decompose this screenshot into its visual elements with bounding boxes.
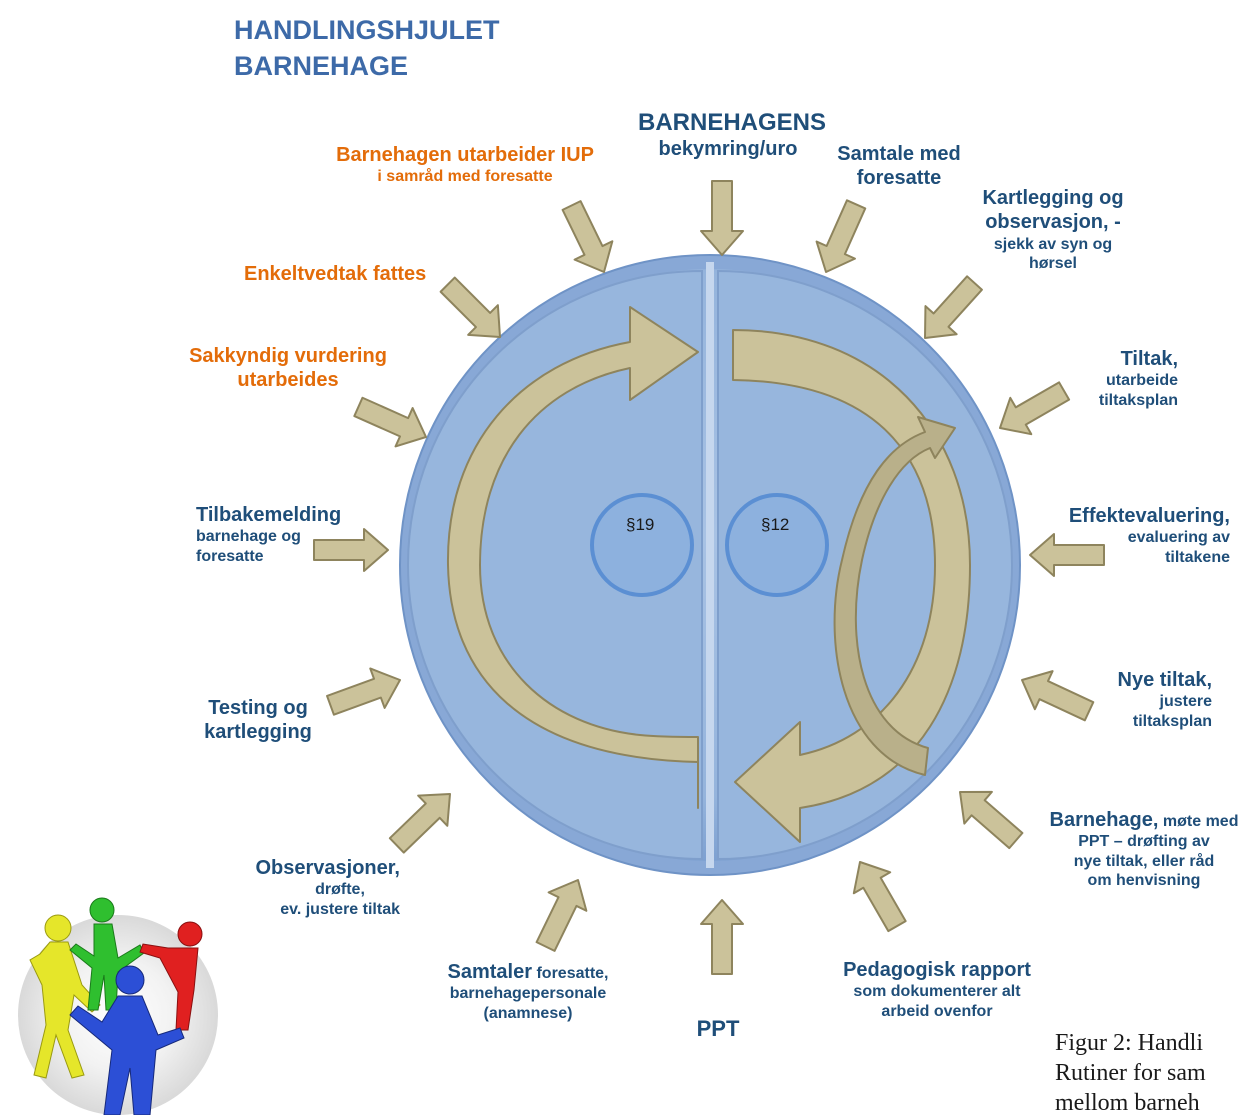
step-main-rest: foresatte, (532, 965, 609, 982)
medallion-12 (725, 493, 829, 597)
step-label-sakkyndig: Sakkyndig vurdering utarbeides (180, 344, 396, 393)
step-main-text: Enkeltvedtak fattes (244, 263, 427, 285)
arrow-tilbakemelding (313, 528, 389, 572)
arrow-observasjoner (388, 793, 451, 854)
step-label-iup: Barnehagen utarbeider IUP i samråd med f… (330, 143, 600, 187)
step-main-text: Sakkyndig vurdering (189, 345, 387, 367)
step-main-text: Barnehagen utarbeider IUP (336, 144, 594, 166)
paragraph-medallions (590, 493, 829, 597)
wheel (399, 254, 1021, 876)
step-label-barnehagens: BARNEHAGENS bekymring/uro (638, 108, 827, 162)
step-sub-text-2: hørsel (1028, 255, 1077, 273)
step-label-tiltak: Tiltak, utarbeide tiltaksplan (1080, 347, 1178, 410)
step-label-pedagogisk-rapport: Pedagogisk rapport som dokumenterer alt … (840, 958, 1034, 1021)
step-main-text: Testing og (208, 697, 308, 719)
step-main-text: Barnehage, (1049, 809, 1159, 831)
step-label-ppt: PPT (676, 1016, 760, 1043)
arrow-nye (1021, 670, 1095, 722)
step-main-rest: møte med (1158, 813, 1239, 830)
step-sub-text-2: ev. justere tiltak (280, 900, 400, 918)
figure-caption: Figur 2: Handli Rutiner for sam mellom b… (1055, 1028, 1206, 1118)
step-label-testing: Testing og kartlegging (196, 696, 320, 745)
arrow-effekt (1029, 533, 1105, 577)
page-title: HANDLINGSHJULET BARNEHAGE (234, 12, 500, 85)
caption-line-3: mellom barneh (1055, 1090, 1200, 1116)
step-label-enkeltvedtak: Enkeltvedtak fattes (244, 262, 426, 286)
step-sub-text: bekymring/uro (658, 138, 798, 161)
arrow-enkeltvedtak (439, 276, 501, 338)
step-sub-text-2: tiltakene (1165, 548, 1230, 566)
arrow-top (700, 180, 744, 256)
step-label-observasjoner: Observasjoner, drøfte, ev. justere tilta… (240, 856, 400, 919)
cycle-arrows (446, 306, 971, 843)
step-arrows (313, 180, 1105, 975)
figure-blue (69, 965, 185, 1115)
teamwork-illustration (18, 897, 218, 1115)
step-main-text-2: kartlegging (204, 721, 312, 744)
arrow-iup (561, 200, 614, 273)
arrow-testing (326, 667, 401, 716)
arrow-tiltak (999, 381, 1071, 436)
arrow-rapport (852, 861, 907, 933)
step-main-text: PPT (696, 1016, 740, 1041)
step-main-text: Samtaler (447, 961, 533, 983)
step-sub-text: drøfte, (315, 881, 365, 899)
arrow-samtaler (535, 879, 588, 952)
step-main-text: Tiltak, (1120, 348, 1178, 370)
step-sub-text-2: arbeid ovenfor (881, 1002, 993, 1020)
step-sub-text: justere (1159, 693, 1212, 711)
step-main-text: BARNEHAGENS (638, 109, 827, 136)
step-main-text: Pedagogisk rapport (843, 959, 1031, 981)
step-main-text-2: utarbeides (237, 369, 339, 392)
arrow-kartlegging (924, 275, 983, 339)
figure-red (139, 921, 203, 1031)
step-sub-text: sjekk av syn og (993, 235, 1113, 253)
step-main-text-2: observasjon, - (985, 211, 1121, 234)
step-main-text: Kartlegging og (982, 187, 1124, 209)
wheel-left-half (407, 269, 703, 861)
caption-line-2: Rutiner for sam (1055, 1060, 1206, 1086)
title-line-2: BARNEHAGE (234, 51, 409, 82)
title-line-1: HANDLINGSHJULET (234, 15, 500, 45)
step-main-text: Effektevaluering, (1068, 505, 1230, 527)
step-sub-text: PPT – drøfting av (1078, 833, 1210, 851)
step-sub-text-2: (anamnese) (483, 1004, 573, 1022)
medallion-19 (590, 493, 694, 597)
caption-line-1: Figur 2: Handli (1055, 1030, 1203, 1056)
step-main-text-2: foresatte (856, 167, 942, 190)
step-sub-text-2: foresatte (196, 547, 264, 565)
arrow-sakkyndig (353, 396, 427, 448)
step-label-mote-ppt: Barnehage, møte med PPT – drøfting av ny… (1040, 808, 1248, 891)
step-sub-text: evaluering av (1127, 529, 1230, 547)
step-label-effektevaluering: Effektevaluering, evaluering av tiltaken… (1052, 504, 1230, 567)
step-sub-text-2: tiltaksplan (1132, 712, 1212, 730)
arrow-mote (959, 790, 1024, 850)
arrow-ppt (700, 899, 744, 975)
arrow-samtale (815, 199, 867, 273)
step-sub-text: som dokumenterer alt (853, 983, 1021, 1001)
paragraph-12-label: §12 (761, 515, 790, 534)
step-label-nye-tiltak: Nye tiltak, justere tiltaksplan (1090, 668, 1212, 731)
step-label-samtaler: Samtaler foresatte, barnehagepersonale (… (432, 960, 624, 1023)
step-sub-text-2: tiltaksplan (1098, 391, 1178, 409)
step-sub-text-3: om henvisning (1087, 872, 1201, 890)
step-label-samtale: Samtale med foresatte (824, 142, 974, 191)
inner-crossing-arrow (833, 416, 956, 776)
step-label-kartlegging: Kartlegging og observasjon, - sjekk av s… (968, 186, 1138, 274)
step-main-text: Observasjoner, (255, 857, 400, 879)
step-sub-text: barnehagepersonale (449, 985, 607, 1003)
step-sub-text-2: nye tiltak, eller råd (1073, 852, 1215, 870)
step-main-text: Tilbakemelding (196, 504, 342, 526)
step-main-text: Nye tiltak, (1117, 669, 1212, 691)
step-sub-text: i samråd med foresatte (377, 168, 553, 186)
step-label-tilbakemelding: Tilbakemelding barnehage og foresatte (196, 503, 346, 566)
step-sub-text: utarbeide (1105, 372, 1178, 390)
step-main-text: Samtale med (837, 143, 961, 165)
figure-green (69, 897, 145, 1011)
left-cycle-arrow (446, 306, 699, 809)
step-sub-text: barnehage og (196, 528, 301, 546)
paragraph-19-label: §19 (626, 515, 655, 534)
